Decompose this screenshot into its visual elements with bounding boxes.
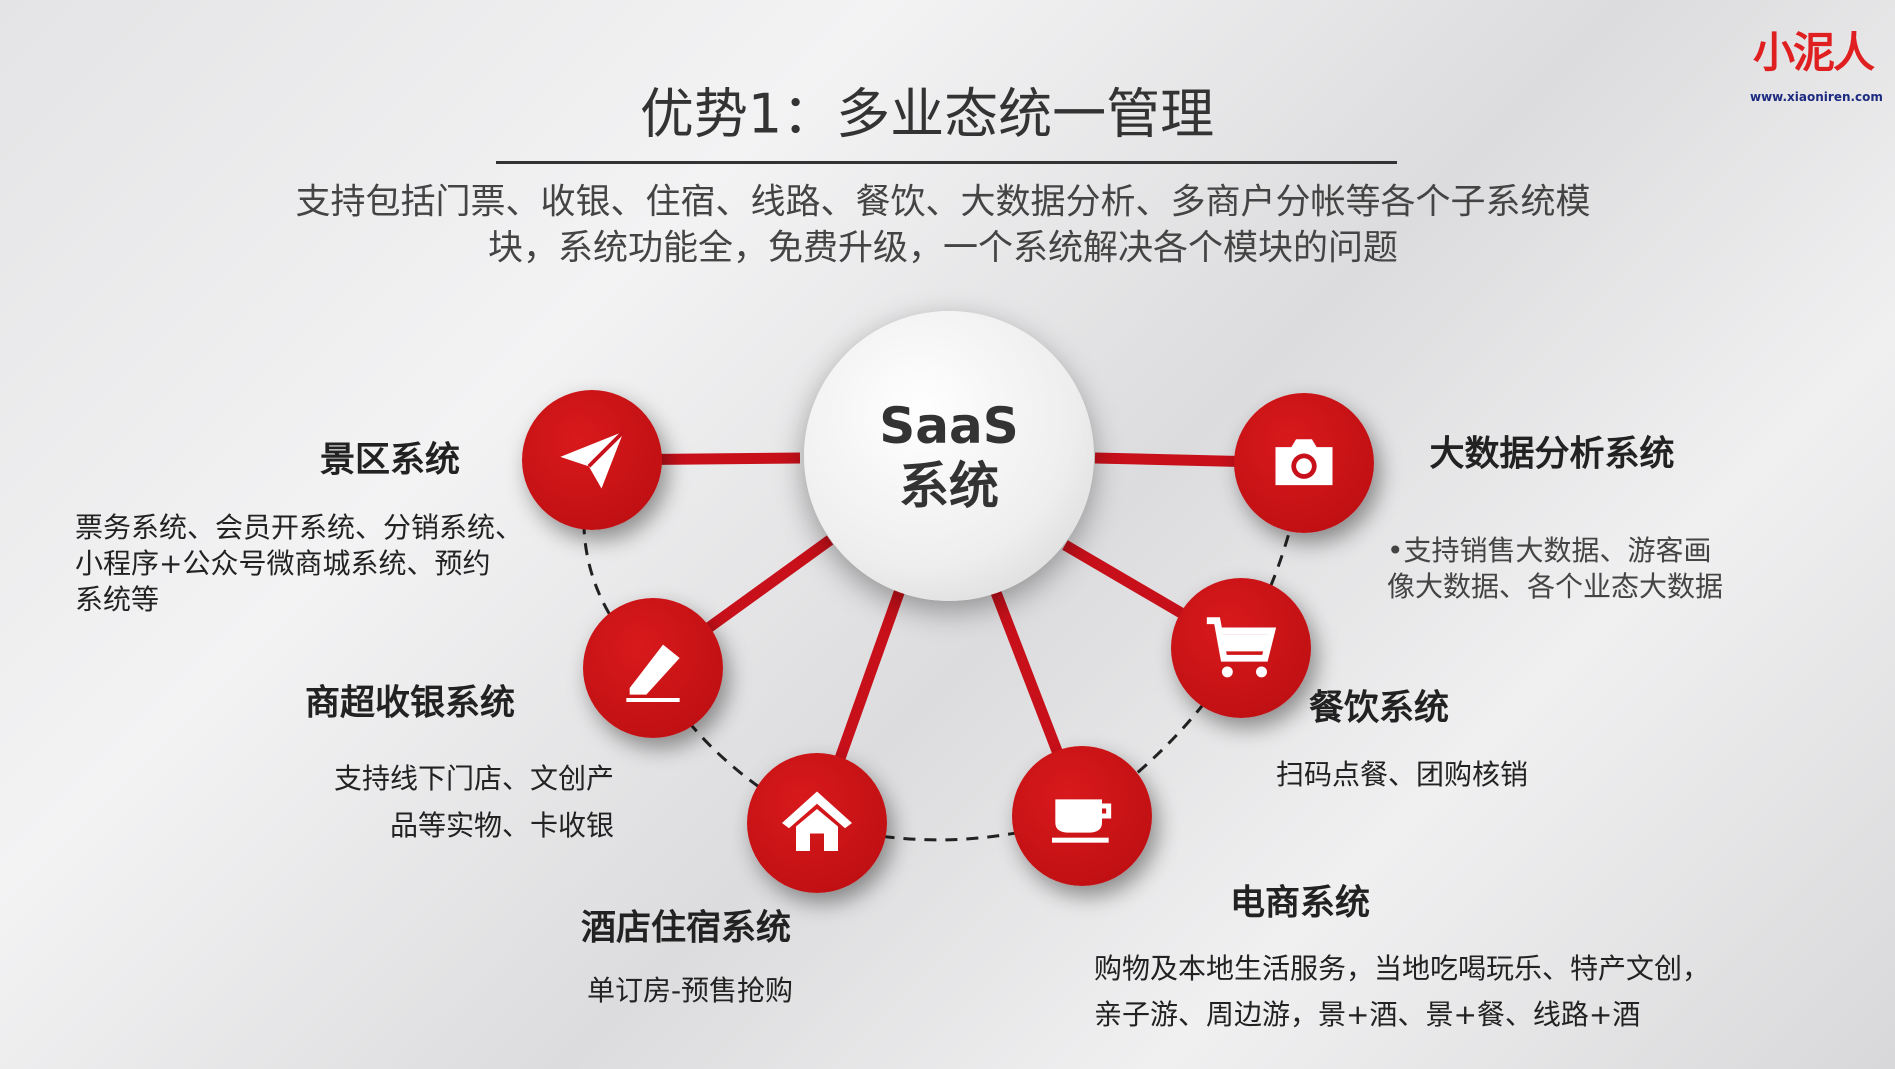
hotel-desc: 单订房-预售抢购 [586,974,794,1007]
cup-icon [1052,799,1112,843]
ecommerce-desc-line: 亲子游、周边游，景+酒、景+餐、线路+酒 [1094,998,1641,1031]
node-dining [1171,578,1311,718]
subtitle-line-1: 支持包括门票、收银、住宿、线路、餐饮、大数据分析、多商户分帐等各个子系统模 [295,182,1591,223]
title-divider [496,161,1397,164]
house-icon [782,791,852,851]
retail-label: 商超收银系统 [304,683,516,724]
logo-url: www.xiaoniren.com [1750,90,1883,104]
node-bigdata [1234,393,1374,533]
center-line-2: 系统 [899,457,999,515]
scenic-desc: 票务系统、会员开系统、分销系统、 小程序+公众号微商城系统、预约 系统等 [75,510,523,618]
bigdata-desc-line: 像大数据、各个业态大数据 [1387,570,1724,603]
retail-desc-line: 支持线下门店、文创产 [333,762,614,795]
camera-icon [1275,439,1333,486]
cart-icon [1206,617,1277,678]
ecommerce-desc: 购物及本地生活服务，当地吃喝玩乐、特产文创， 亲子游、周边游，景+酒、景+餐、线… [1094,946,1710,1038]
bigdata-desc-line: •支持销售大数据、游客画 [1387,534,1712,567]
scenic-desc-line: 票务系统、会员开系统、分销系统、 [75,511,524,544]
node-retail [583,598,723,738]
page-title: 优势1：多业态统一管理 [639,82,1215,146]
saas-center: SaaS 系统 [804,311,1094,601]
node-ecommerce [1012,746,1152,886]
center-line-1: SaaS [879,397,1019,455]
retail-desc: 支持线下门店、文创产 品等实物、卡收银 [318,755,614,849]
pen-icon [626,644,680,702]
retail-desc-line: 品等实物、卡收银 [389,809,614,842]
dining-label: 餐饮系统 [1308,688,1450,729]
subtitle-line-2: 块，系统功能全，免费升级，一个系统解决各个模块的问题 [487,228,1399,269]
paper-plane-icon [560,430,626,489]
node-hotel [747,753,887,893]
dining-desc: 扫码点餐、团购核销 [1275,758,1529,791]
node-scenic [522,390,662,530]
scenic-desc-line: 小程序+公众号微商城系统、预约 [75,547,491,580]
ecommerce-label: 电商系统 [1229,883,1371,924]
bigdata-label: 大数据分析系统 [1429,434,1675,475]
scenic-desc-line: 系统等 [75,583,160,616]
logo-text: 小泥人 [1753,28,1875,77]
logo: 小泥人 www.xiaoniren.com [1745,0,1895,125]
bigdata-desc: •支持销售大数据、游客画 像大数据、各个业态大数据 [1387,533,1723,605]
hotel-label: 酒店住宿系统 [580,908,792,949]
ecommerce-desc-line: 购物及本地生活服务，当地吃喝玩乐、特产文创， [1094,952,1711,985]
scenic-label: 景区系统 [319,440,461,481]
